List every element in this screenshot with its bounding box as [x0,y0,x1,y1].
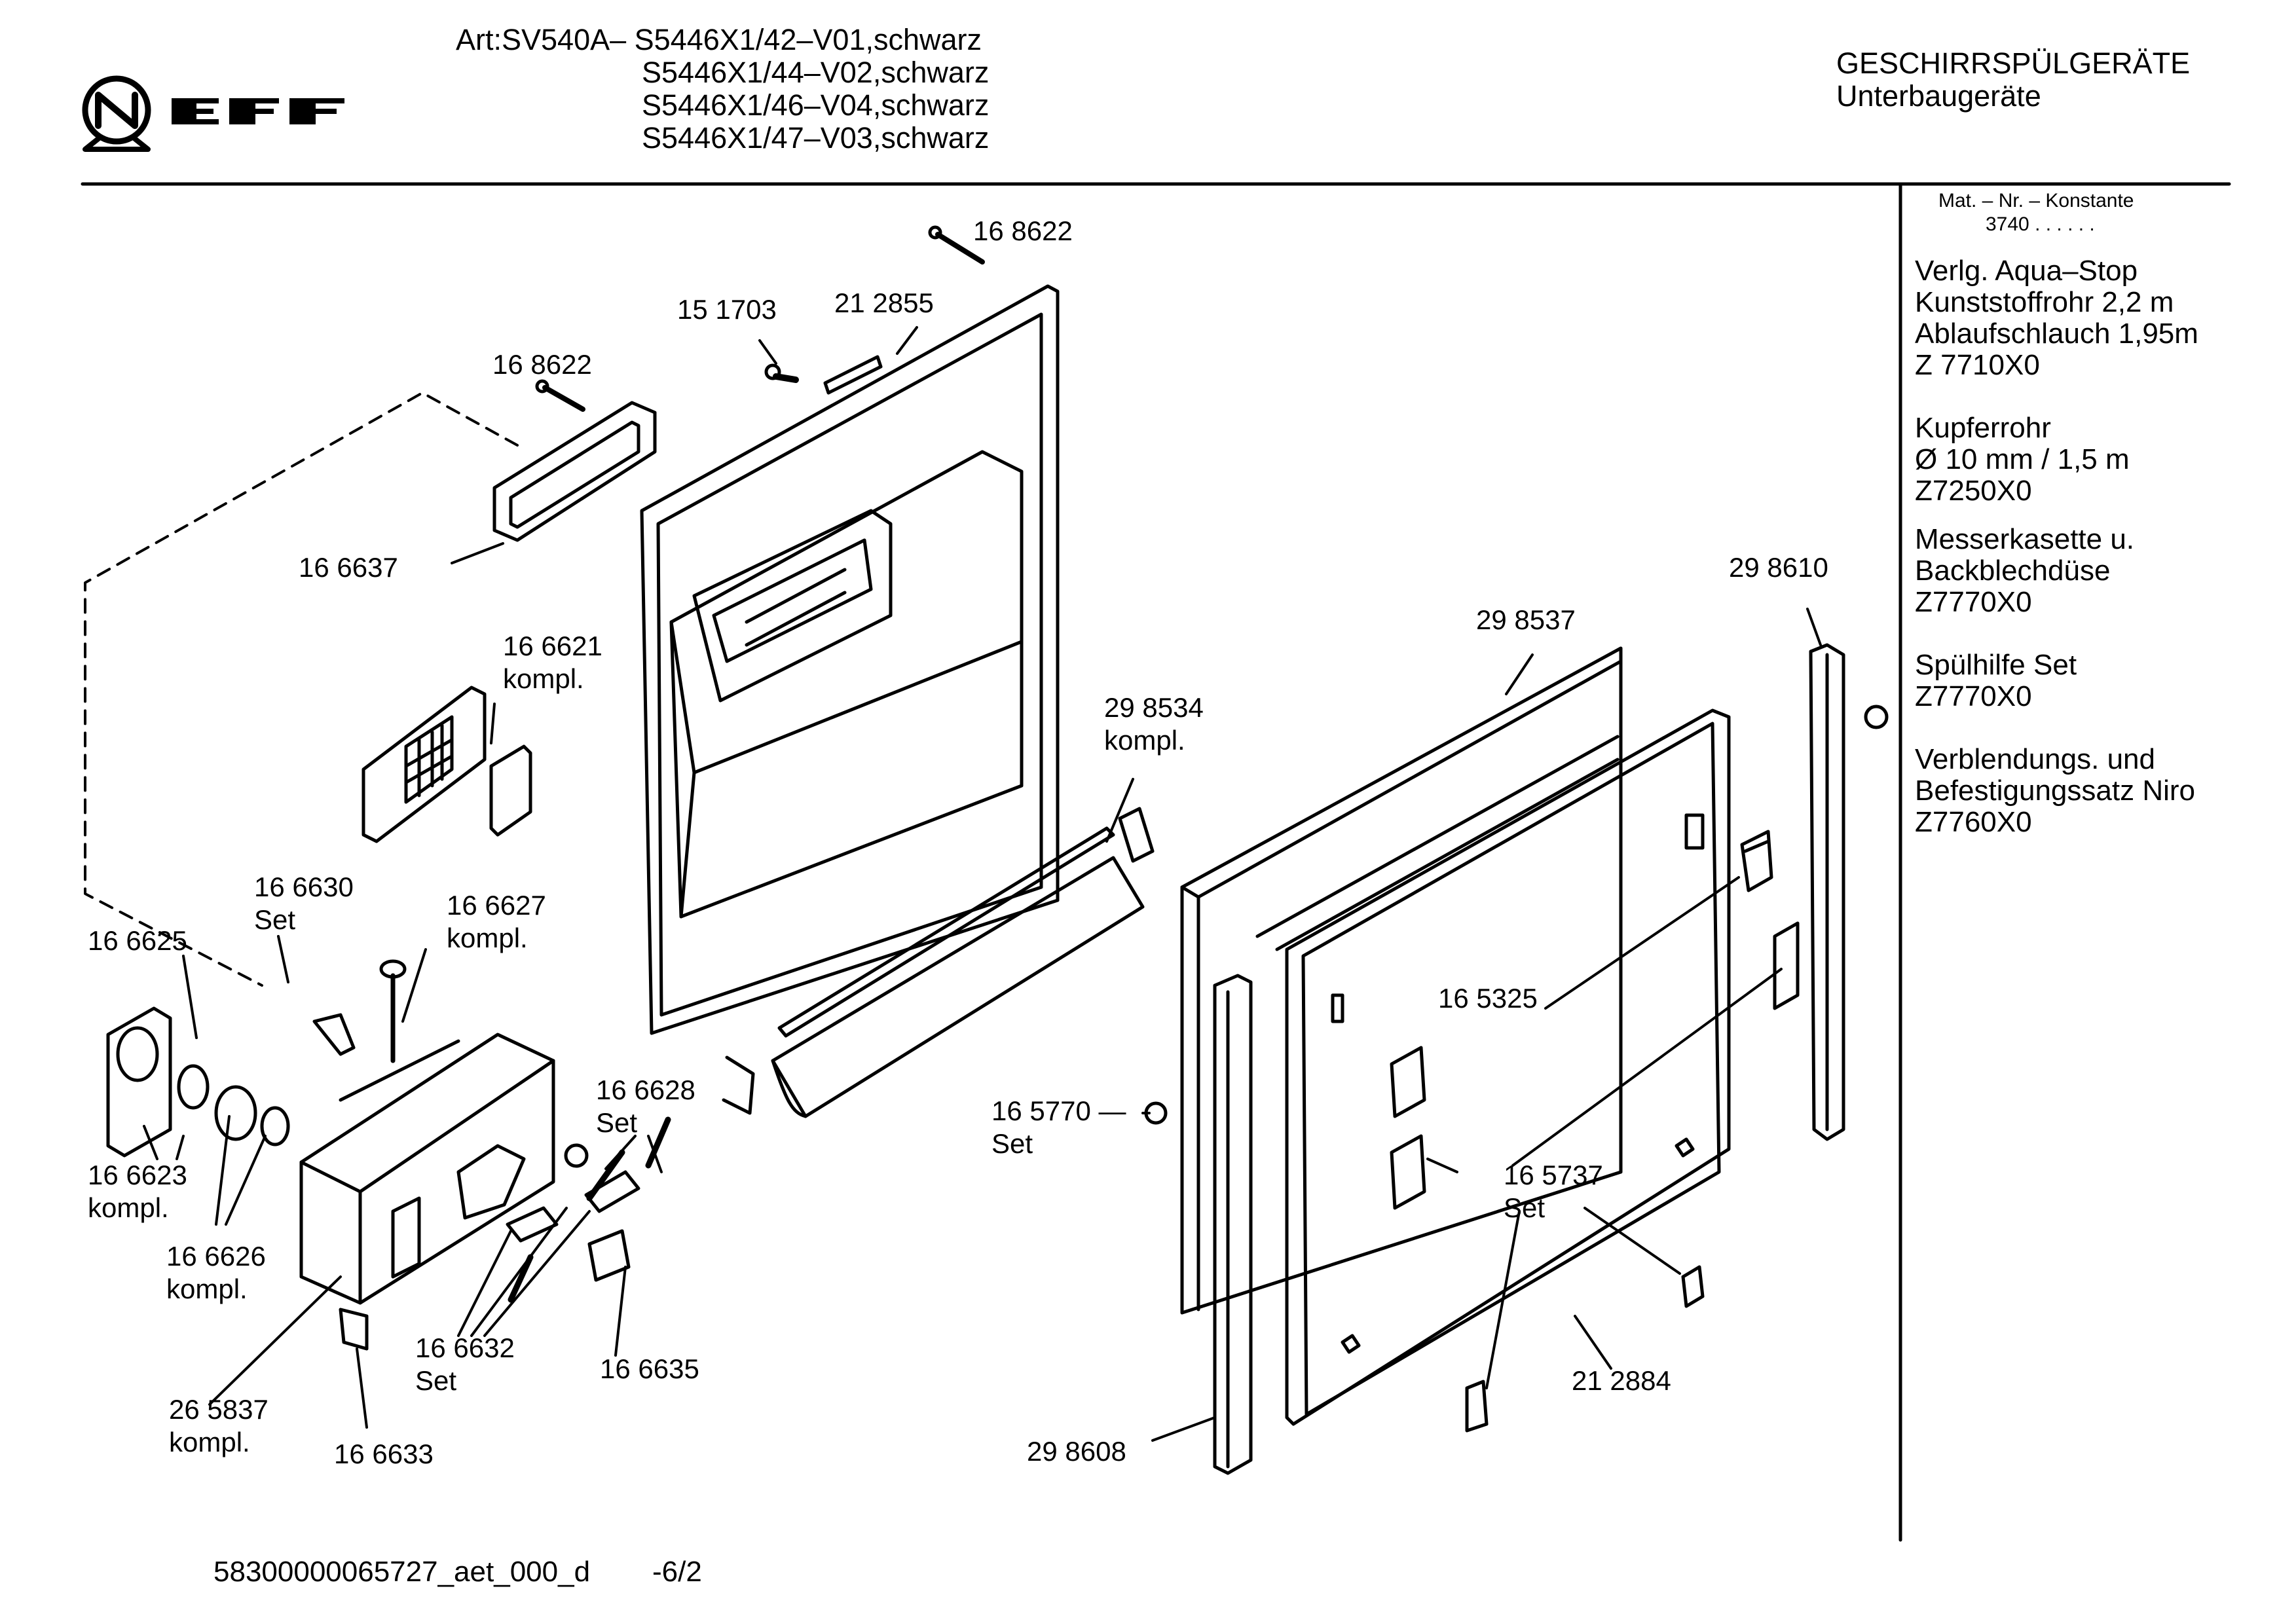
part-sub: kompl. [503,663,584,694]
accessory-line: Kupferrohr [1915,412,2051,444]
knob-assembly [106,1006,290,1158]
bracket-small [339,1308,369,1351]
part-number: 29 8537 [1476,604,1576,635]
control-module [299,1033,555,1305]
part-sub: Set [991,1128,1033,1159]
part-sub: kompl. [447,923,528,953]
part-number: 16 6632 [415,1332,515,1363]
accessory-line: Kunststoffrohr 2,2 m [1915,286,2174,318]
foot-b [1465,1380,1489,1433]
part-number: 16 6637 [299,552,398,583]
mat-nr-value: 3740 . . . . . . [1986,213,2095,235]
door-front-panel [1285,708,1731,1426]
neff-logo [82,75,344,152]
part-number: 16 6626 [166,1241,266,1272]
bracket-right [1773,921,1800,1010]
foot-a [1681,1265,1705,1308]
seal-frame [492,401,657,542]
part-sub: Set [415,1365,457,1396]
part-sub: Set [254,904,296,935]
accessory-line: Backblechdüse [1915,555,2111,587]
art-line-1: Art:SV540A– S5446X1/42–V01,schwarz [456,23,982,56]
part-number: 16 5737 [1504,1160,1603,1190]
part-sub: Set [1504,1192,1546,1223]
part-number: 29 8610 [1729,552,1828,583]
accessory-line: Z 7710X0 [1915,349,2040,381]
screw-b [935,232,985,265]
hinge-clip [1740,830,1773,892]
lever-part [312,1013,356,1056]
part-number: 16 6633 [334,1438,434,1469]
part-sub: kompl. [169,1427,250,1457]
part-number: 16 5325 [1438,983,1538,1014]
part-number: 16 5770 — [991,1095,1126,1126]
part-number: 16 6635 [600,1353,699,1384]
part-number: 16 6630 [254,871,354,902]
part-sub: kompl. [166,1273,248,1304]
product-category: GESCHIRRSPÜLGERÄTE [1836,46,2191,80]
trim-strip [722,807,1155,1118]
door-inner-panel [640,284,1060,1035]
art-line-3: S5446X1/46–V04,schwarz [642,88,990,122]
side-strip-right [1809,643,1845,1141]
accessory-line: Verlg. Aqua–Stop [1915,255,2138,287]
part-number: 16 6627 [447,890,546,921]
accessory-line: Z7760X0 [1915,806,2032,838]
dispenser-cover [361,686,532,843]
part-number: 16 8622 [492,349,592,380]
part-number: 16 8622 [973,215,1073,246]
mat-nr-title: Mat. – Nr. – Konstante [1938,190,2134,211]
screw-a [542,385,585,412]
accessory-line: Z7250X0 [1915,475,2032,507]
part-number: 16 6628 [596,1074,695,1105]
screw-c [773,373,799,383]
product-subcategory: Unterbaugeräte [1836,79,2041,113]
small-springs [508,1116,671,1303]
actuator-parts [506,1170,640,1282]
accessory-line: Spülhilfe Set [1915,649,2077,681]
accessory-line: Verblendungs. und [1915,743,2155,775]
part-number: 16 6625 [88,925,187,956]
part-sub: kompl. [88,1192,169,1223]
leader-lines [143,326,1822,1442]
accessory-line: Z7770X0 [1915,586,2032,618]
part-sub: kompl. [1104,725,1185,756]
side-strip-left [1213,974,1253,1475]
document-id: 58300000065727_aet_000_d [213,1556,591,1588]
part-number: 21 2855 [834,287,934,318]
accessory-line: Messerkasette u. [1915,523,2135,555]
part-number: 21 2884 [1572,1365,1671,1396]
accessory-line: Ø 10 mm / 1,5 m [1915,443,2130,475]
part-sub: Set [596,1107,638,1138]
dashed-group-outline [84,392,519,987]
mount-clip-2 [1390,1134,1426,1210]
art-line-4: S5446X1/47–V03,schwarz [642,121,990,155]
part-number: 16 6621 [503,631,602,661]
art-line-2: S5446X1/44–V02,schwarz [642,56,990,89]
accessory-line: Z7770X0 [1915,680,2032,712]
accessory-line: Ablaufschlauch 1,95m [1915,318,2198,350]
page-number: -6/2 [652,1556,702,1588]
part-number: 15 1703 [677,294,777,325]
part-number: 29 8534 [1104,692,1204,723]
part-number: 29 8608 [1027,1436,1126,1467]
part-number: 16 6623 [88,1160,187,1190]
part-number: 26 5837 [169,1394,268,1425]
mount-clip-1 [1390,1046,1426,1118]
door-outer-panel [1180,646,1623,1315]
accessory-line: Befestigungssatz Niro [1915,775,2195,807]
